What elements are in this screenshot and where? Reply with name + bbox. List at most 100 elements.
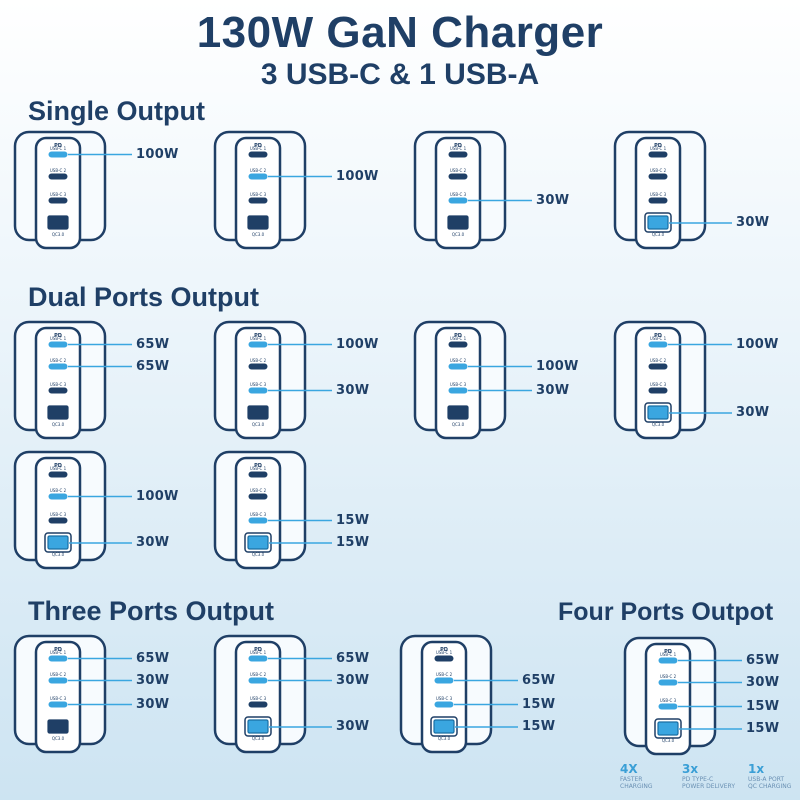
badge-faster-charging: 4X FASTER CHARGING [620,762,653,790]
usb-c-port-3 [248,387,268,394]
usb-c-port-1 [648,151,668,158]
svg-text:USB-C 1: USB-C 1 [50,146,67,151]
usb-c-port-2 [48,493,68,500]
wattage-label: 100W [136,488,179,504]
usb-c-port-2 [48,677,68,684]
usb-c-port-1 [48,341,68,348]
usb-c-port-1 [248,151,268,158]
svg-text:USB-C 1: USB-C 1 [250,146,267,151]
svg-text:QC3.0: QC3.0 [452,232,465,237]
section-title-four: Four Ports Outpot [558,598,774,626]
svg-text:PD: PD [254,143,262,149]
usb-a-port [447,405,469,420]
svg-text:USB-C 1: USB-C 1 [50,466,67,471]
badge-faster-big: 4X [620,762,638,776]
usb-c-port-1 [448,341,468,348]
usb-c-port-2 [448,173,468,180]
usb-c-port-3 [648,387,668,394]
svg-text:USB-C 3: USB-C 3 [436,696,453,701]
usb-c-port-1 [48,471,68,478]
usb-a-port [47,405,69,420]
usb-c-port-3 [248,701,268,708]
usb-c-port-1 [48,655,68,662]
usb-c-port-3 [648,197,668,204]
usb-c-port-2 [248,677,268,684]
usb-c-port-2 [448,363,468,370]
usb-c-port-2 [658,679,678,686]
svg-text:USB-C 3: USB-C 3 [660,698,677,703]
usb-a-port [447,215,469,230]
usb-a-port [647,405,669,420]
svg-text:PD: PD [654,333,662,339]
wattage-label: 15W [336,512,370,528]
svg-text:PD: PD [254,463,262,469]
svg-text:PD: PD [654,143,662,149]
page-subtitle: 3 USB-C & 1 USB-A [260,58,540,91]
svg-text:QC3.0: QC3.0 [252,422,265,427]
svg-text:PD: PD [664,649,672,655]
usb-a-port [47,535,69,550]
usb-c-port-2 [434,677,454,684]
svg-text:USB-C 2: USB-C 2 [450,168,467,173]
wattage-label: 30W [136,672,170,688]
badge-pd-typec: 3x PD TYPE-C POWER DELIVERY [682,762,735,790]
svg-text:USB-C 3: USB-C 3 [650,382,667,387]
wattage-label: 65W [136,650,170,666]
wattage-label: 65W [136,358,170,374]
usb-a-port [247,535,269,550]
usb-c-port-3 [448,387,468,394]
svg-text:QC3.0: QC3.0 [252,736,265,741]
svg-text:USB-C 1: USB-C 1 [660,652,677,657]
svg-text:USB-C 3: USB-C 3 [250,512,267,517]
wattage-label: 65W [136,336,170,352]
svg-text:USB-C 1: USB-C 1 [250,650,267,655]
svg-text:QC3.0: QC3.0 [52,552,65,557]
svg-text:USB-C 3: USB-C 3 [250,382,267,387]
svg-text:USB-C 1: USB-C 1 [650,146,667,151]
badge-usba-big: 1x [748,762,765,776]
svg-text:USB-C 2: USB-C 2 [660,674,677,679]
usb-c-port-3 [248,197,268,204]
svg-text:USB-C 2: USB-C 2 [50,358,67,363]
usb-c-port-3 [48,387,68,394]
wattage-label: 15W [522,719,556,734]
usb-c-port-1 [248,655,268,662]
wattage-label: 15W [336,535,370,550]
usb-c-port-3 [448,197,468,204]
usb-c-port-2 [248,173,268,180]
section-title-dual: Dual Ports Output [28,282,259,312]
usb-c-port-2 [48,173,68,180]
svg-text:USB-C 3: USB-C 3 [50,512,67,517]
wattage-label: 30W [536,192,570,208]
svg-text:QC3.0: QC3.0 [252,232,265,237]
wattage-label: 30W [136,535,170,550]
svg-text:PD: PD [54,143,62,149]
badge-pd-big: 3x [682,762,699,776]
badge-usba-line1: USB-A PORT [748,776,785,783]
svg-text:USB-C 2: USB-C 2 [50,488,67,493]
wattage-label: 15W [522,696,556,712]
usb-c-port-3 [248,517,268,524]
svg-text:QC3.0: QC3.0 [662,738,675,743]
wattage-label: 15W [746,698,780,714]
svg-text:USB-C 2: USB-C 2 [50,168,67,173]
svg-text:USB-C 1: USB-C 1 [450,336,467,341]
page-title: 130W GaN Charger [196,8,604,57]
wattage-label: 100W [136,146,179,162]
usb-c-port-3 [658,703,678,710]
usb-c-port-1 [448,151,468,158]
wattage-label: 100W [336,336,379,352]
